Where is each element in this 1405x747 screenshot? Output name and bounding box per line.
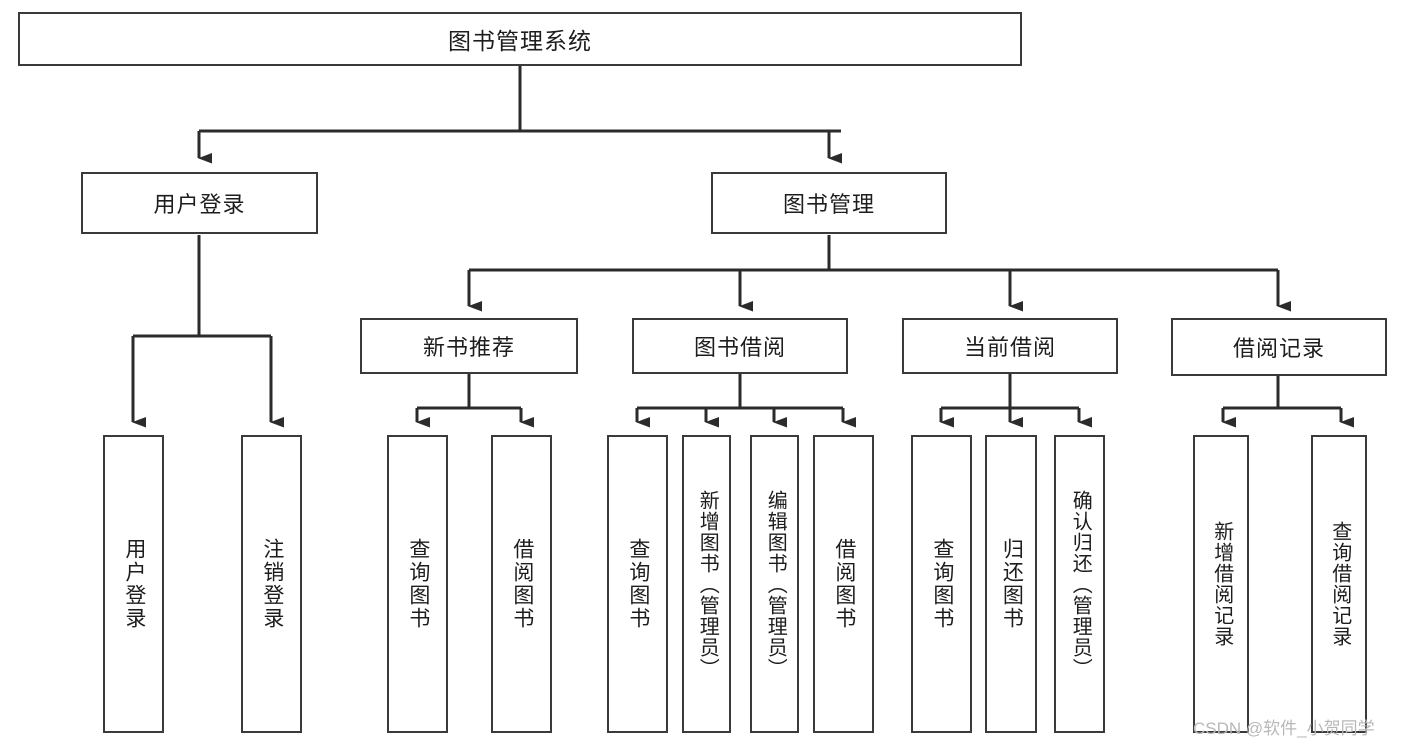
node-current-borrow[interactable]: 当前借阅 (902, 318, 1118, 374)
node-borrow-record[interactable]: 借阅记录 (1171, 318, 1387, 376)
leaf-add-book[interactable]: 新增图书（管理员） (682, 435, 731, 733)
leaf-edit-book[interactable]: 编辑图书（管理员） (750, 435, 799, 733)
leaf-borrow-book-1[interactable]: 借阅图书 (491, 435, 552, 733)
leaf-user-login[interactable]: 用户登录 (103, 435, 164, 733)
node-root-system[interactable]: 图书管理系统 (18, 12, 1022, 66)
leaf-logout-login[interactable]: 注销登录 (241, 435, 302, 733)
leaf-return-book[interactable]: 归还图书 (985, 435, 1037, 733)
leaf-add-record[interactable]: 新增借阅记录 (1193, 435, 1249, 733)
leaf-query-record[interactable]: 查询借阅记录 (1311, 435, 1367, 733)
node-book-management[interactable]: 图书管理 (711, 172, 947, 234)
node-user-login[interactable]: 用户登录 (81, 172, 318, 234)
leaf-query-book-3[interactable]: 查询图书 (911, 435, 972, 733)
leaf-query-book-1[interactable]: 查询图书 (387, 435, 448, 733)
node-new-book-recommend[interactable]: 新书推荐 (360, 318, 578, 374)
node-book-borrow[interactable]: 图书借阅 (632, 318, 848, 374)
leaf-query-book-2[interactable]: 查询图书 (607, 435, 668, 733)
leaf-borrow-book-2[interactable]: 借阅图书 (813, 435, 874, 733)
csdn-watermark: CSDN @软件_小贺同学 (1193, 719, 1375, 738)
leaf-confirm-return[interactable]: 确认归还（管理员） (1054, 435, 1105, 733)
